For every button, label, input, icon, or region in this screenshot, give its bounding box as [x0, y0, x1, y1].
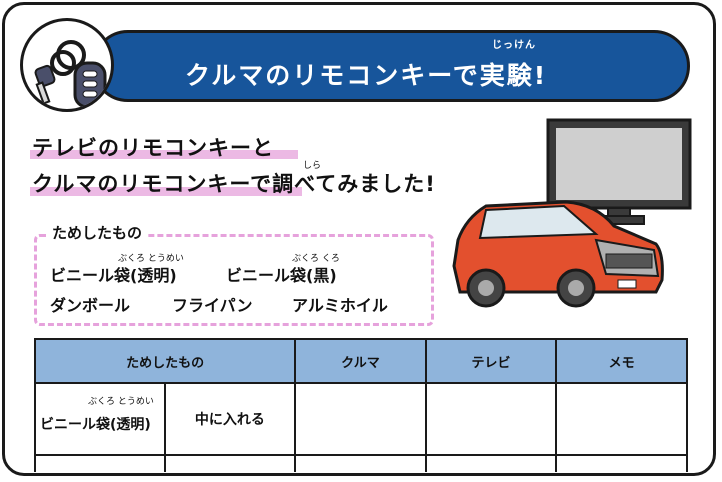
tried-item-frying-pan: フライパン — [172, 296, 253, 315]
intro-line2: クルマのリモコンキーで調べてみました! — [32, 172, 436, 196]
table-row — [34, 454, 688, 472]
tried-item-black-bag: ビニール袋(黒) — [226, 266, 337, 285]
item2-ruby: ぶくろ くろ — [292, 254, 340, 264]
tried-item-cardboard: ダンボール — [50, 296, 131, 315]
tried-item-foil: アルミホイル — [292, 296, 388, 315]
tried-heading: ためしたもの — [46, 222, 149, 243]
intro-line1: テレビのリモコンキーと — [32, 136, 274, 160]
row1-object-cell: ぶくろ とうめい ビニール袋(透明) — [34, 382, 166, 456]
row1-object: ビニール袋(透明) — [40, 417, 151, 433]
page-title: クルマのリモコンキーで実験! — [185, 61, 548, 90]
highlight-line1 — [30, 150, 298, 159]
header-tried: ためしたもの — [33, 338, 297, 384]
results-table: ためしたもの クルマ テレビ メモ ぶくろ とうめい ビニール袋(透明) 中に入… — [33, 338, 688, 472]
row1-memo-cell[interactable] — [555, 382, 688, 456]
car-icon — [452, 200, 664, 308]
title-ruby: じっけん — [492, 40, 536, 51]
table-header-row: ためしたもの クルマ テレビ メモ — [33, 338, 688, 384]
tried-item-clear-bag: ビニール袋(透明) — [50, 266, 177, 285]
row2-object-cell — [34, 454, 166, 472]
item1-ruby: ぶくろ とうめい — [118, 254, 184, 264]
row2-memo-cell[interactable] — [555, 454, 688, 472]
row1-car-cell[interactable] — [294, 382, 427, 456]
car-key-icon — [20, 18, 114, 112]
row2-action-cell — [163, 454, 297, 472]
row1-tv-cell[interactable] — [424, 382, 558, 456]
row1-action: 中に入れる — [163, 382, 297, 456]
row2-car-cell[interactable] — [294, 454, 427, 472]
tried-items-box — [34, 234, 434, 326]
television-icon — [546, 118, 692, 225]
row1-ruby: ぶくろ とうめい — [88, 397, 154, 407]
title-banner — [92, 30, 690, 102]
header-tv: テレビ — [424, 338, 558, 384]
table-row: ぶくろ とうめい ビニール袋(透明) 中に入れる — [34, 382, 688, 456]
row2-tv-cell[interactable] — [424, 454, 558, 472]
header-memo: メモ — [555, 338, 688, 384]
ruby-shira: しら — [303, 161, 322, 171]
header-car: クルマ — [294, 338, 427, 384]
highlight-line2 — [30, 187, 302, 196]
